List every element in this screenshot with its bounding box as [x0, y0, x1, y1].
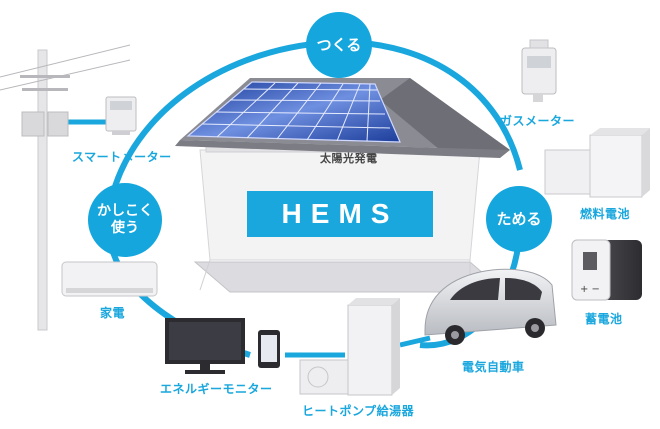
hub-store: ためる — [486, 186, 552, 252]
energy-monitor-phone — [258, 330, 280, 368]
label-appliance: 家電 — [100, 306, 126, 320]
smart-meter-device — [105, 96, 137, 135]
label-storage-battery: 蓄電池 — [585, 312, 623, 326]
fuel-cell-device — [544, 128, 650, 198]
label-smart-meter: スマートメーター — [72, 150, 172, 164]
label-heat-pump: ヒートポンプ給湯器 — [302, 404, 415, 418]
hub-use-label-line2: 使う — [111, 220, 139, 236]
hub-produce-label: つくる — [316, 35, 362, 54]
hems-title: HEMS — [281, 198, 399, 229]
label-fuel-cell: 燃料電池 — [580, 207, 631, 221]
heat-pump-water-heater — [299, 298, 400, 396]
gas-meter-device — [521, 39, 557, 102]
electric-vehicle — [424, 268, 557, 345]
storage-battery-device: + − — [571, 239, 642, 301]
appliance-air-conditioner — [61, 261, 158, 297]
label-energy-monitor: エネルギーモニター — [160, 382, 273, 396]
label-gas-meter: ガスメーター — [500, 114, 576, 128]
svg-text:+ −: + − — [580, 284, 600, 295]
hub-store-label: ためる — [496, 209, 542, 228]
hub-use-label-line1: かしこく — [97, 202, 153, 219]
energy-monitor-tv — [165, 318, 245, 374]
hub-produce: つくる — [306, 12, 372, 78]
hub-use: かしこく 使う — [88, 183, 162, 257]
hems-title-box: HEMS — [247, 191, 433, 237]
solar-panel-array — [186, 81, 401, 143]
label-ev: 電気自動車 — [462, 360, 525, 374]
label-solar: 太陽光発電 — [320, 152, 378, 165]
utility-pole — [0, 44, 131, 331]
